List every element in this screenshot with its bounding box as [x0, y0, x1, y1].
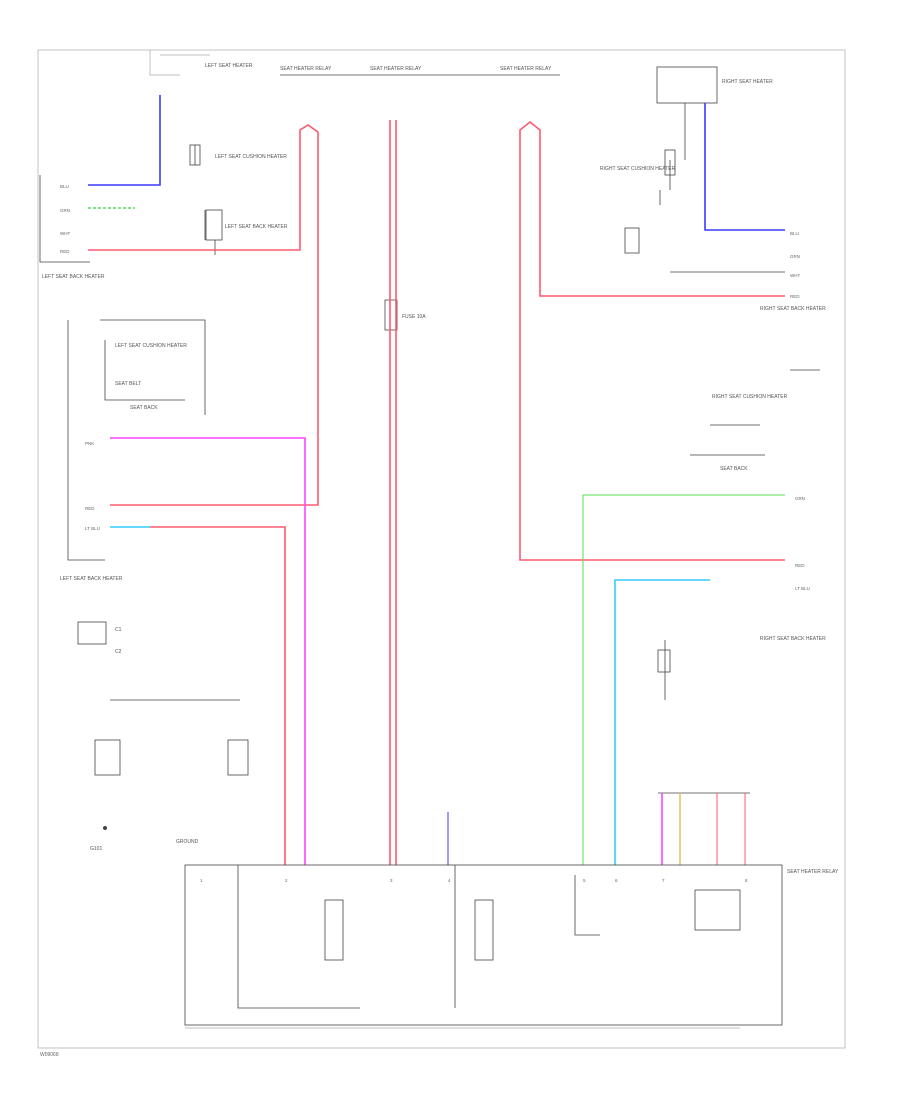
pin-label: PNK: [85, 441, 94, 446]
pin-label: RED: [790, 294, 800, 299]
top-right-components: RIGHT SEAT HEATER RIGHT SEAT CUSHION HEA…: [600, 66, 826, 371]
right-seat-cushion-heater-label: RIGHT SEAT CUSHION HEATER: [712, 394, 788, 400]
pin-label: 4: [448, 878, 451, 883]
wire-magenta: [110, 437, 306, 865]
wire-red-left-down: [150, 526, 286, 865]
wire-cyan-right: [614, 579, 710, 865]
pin-label: RED: [60, 249, 70, 254]
pin-label: 2: [285, 878, 288, 883]
seat-belt-label: SEAT BELT: [115, 381, 141, 387]
pin-label: LT BLU: [85, 526, 100, 531]
pin-label: GRN: [790, 254, 800, 259]
wire-red-top-right: [519, 120, 785, 561]
relay-label-2: SEAT HEATER RELAY: [370, 66, 422, 72]
pin-label: LT BLU: [795, 586, 810, 591]
left-seat-label: LEFT SEAT BACK HEATER: [42, 274, 105, 280]
right-heater-top-label: RIGHT SEAT HEATER: [722, 79, 773, 85]
fuse-label: FUSE 10A: [402, 314, 426, 320]
right-middle-block: RIGHT SEAT CUSHION HEATER SEAT BACK GRN …: [657, 394, 826, 700]
relay-label-3: SEAT HEATER RELAY: [500, 66, 552, 72]
pin-label: GRN: [60, 208, 70, 213]
relay-label: SEAT HEATER RELAY: [280, 66, 332, 72]
connector-label-2: C2: [115, 649, 122, 655]
pin-label: BLU: [790, 231, 799, 236]
diagram-frame: [37, 49, 846, 1049]
top-center-components: SEAT HEATER RELAY SEAT HEATER RELAY SEAT…: [280, 66, 560, 331]
left-seat-back-label: LEFT SEAT BACK HEATER: [225, 224, 288, 230]
pin-label: 3: [390, 878, 393, 883]
left-seat-cushion-label: LEFT SEAT CUSHION HEATER: [215, 154, 287, 160]
right-lower-connectors: [658, 792, 750, 865]
seat-heater-module: SEAT HEATER RELAY 1 2 3 4 5 6 7 8: [184, 864, 839, 1029]
seat-back-right-label: SEAT BACK: [720, 466, 748, 472]
wire-red-center: [389, 120, 397, 865]
left-lower-block: C1 C2 G101 GROUND: [77, 621, 249, 852]
pin-label: BLU: [60, 184, 69, 189]
pin-label: 1: [200, 878, 203, 883]
top-left-components: LEFT SEAT HEATER LEFT SEAT CUSHION HEATE…: [39, 50, 288, 280]
pin-label: 8: [745, 878, 748, 883]
wire-blue-right: [704, 103, 785, 231]
right-seat-cushion-label: RIGHT SEAT CUSHION HEATER: [600, 166, 676, 172]
pin-label: RED: [85, 506, 95, 511]
left-middle-block: LEFT SEAT CUSHION HEATER SEAT BELT SEAT …: [60, 319, 206, 582]
wire-red-top-left: [88, 124, 319, 506]
pin-label: RED: [795, 563, 805, 568]
left-heater-top-label: LEFT SEAT HEATER: [205, 63, 253, 69]
module-label: SEAT HEATER RELAY: [787, 869, 839, 875]
wire-green-right: [582, 494, 785, 865]
right-seat-heater-label: RIGHT SEAT BACK HEATER: [760, 636, 826, 642]
connector-label: C1: [115, 627, 122, 633]
wire-blue-left: [88, 95, 161, 186]
ground-dot: [103, 826, 107, 830]
seat-back-label: SEAT BACK: [130, 405, 158, 411]
pin-label: 7: [662, 878, 665, 883]
pin-label: GRN: [795, 496, 805, 501]
pin-label: 6: [615, 878, 618, 883]
pin-label: WHT: [60, 231, 70, 236]
pin-label: 5: [583, 878, 586, 883]
pin-label: WHT: [790, 273, 800, 278]
diagram-code: W09068: [40, 1052, 59, 1058]
right-seat-label: RIGHT SEAT BACK HEATER: [760, 306, 826, 312]
left-seat-cushion-heater-label: LEFT SEAT CUSHION HEATER: [115, 343, 187, 349]
ground-label-2: GROUND: [176, 839, 199, 845]
left-seat-heater-label: LEFT SEAT BACK HEATER: [60, 576, 123, 582]
ground-label: G101: [90, 846, 102, 852]
